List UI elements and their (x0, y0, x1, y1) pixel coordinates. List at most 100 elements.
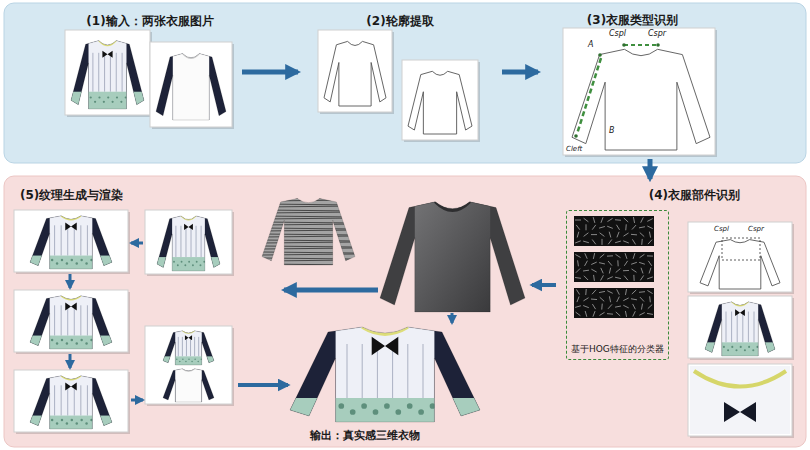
flow-arrow (284, 288, 378, 293)
flow-arrow (131, 242, 143, 245)
garment-photo (705, 299, 775, 356)
fabric-stripe (178, 337, 179, 356)
measure-line (577, 58, 601, 134)
hog-gradient (608, 304, 612, 308)
collar-closeup (690, 366, 790, 434)
hog-image (574, 288, 654, 318)
hog-gradient (593, 253, 594, 259)
photo-frame (145, 210, 232, 274)
garment-edge (705, 302, 775, 356)
floral-dot (744, 349, 746, 351)
fabric-stripe (67, 385, 68, 415)
hog-gradient (576, 312, 581, 316)
hog-gradient (633, 275, 634, 281)
texture-stripe (262, 194, 355, 195)
floral-dot (85, 342, 87, 344)
fabric-stripe (423, 344, 424, 398)
hog-gradient (639, 291, 645, 293)
stage-region: (2)轮廓提取 (300, 6, 500, 156)
photo-frame (14, 210, 128, 272)
garment-photo (30, 293, 112, 349)
floral-dot (51, 259, 53, 261)
fabric-stripe (182, 337, 183, 356)
floral-band (71, 92, 144, 109)
stage-region: (4)衣服部件识别基于HOG特征的分类器 (560, 180, 802, 444)
point-label: B (609, 126, 615, 135)
garment-outline (408, 71, 472, 134)
bowtie (735, 309, 745, 316)
garment-collar (435, 202, 470, 211)
photo-shadow (690, 366, 794, 438)
hog-gradient (624, 261, 627, 266)
garment-outline (324, 41, 386, 106)
hog-gradient (592, 240, 596, 245)
hog-gradient (583, 241, 589, 243)
hog-gradient (633, 311, 636, 316)
hog-gradient (607, 291, 612, 294)
floral-dot (197, 361, 199, 363)
floral-dot (61, 339, 63, 341)
photo-frame (688, 222, 792, 292)
texture-stripe (262, 228, 355, 229)
flow-arrow (238, 383, 288, 387)
fabric-stripe (74, 385, 75, 415)
hog-gradient (647, 226, 652, 229)
hog-gradient (647, 290, 652, 293)
fabric-stripe (74, 225, 75, 255)
floral-dot (76, 262, 78, 264)
floral-dot (188, 261, 190, 263)
garment-outline (408, 71, 472, 134)
floral-dot (56, 262, 58, 264)
floral-dot (188, 358, 190, 360)
fabric-stripe (87, 305, 88, 335)
garment-edge (290, 327, 480, 422)
fabric-stripe (67, 225, 68, 255)
hog-image (574, 216, 654, 246)
hog-gradient (585, 289, 587, 295)
garment-sleeves (262, 199, 355, 266)
hog-gradient (616, 269, 621, 273)
hog-gradient (617, 289, 620, 294)
hog-gradient (640, 275, 643, 280)
hog-gradient (641, 304, 642, 310)
flow-arrow (502, 70, 538, 75)
hog-gradient (617, 232, 619, 238)
fabric-stripe (98, 53, 99, 92)
texture-stripe (262, 224, 355, 225)
hog-gradient (592, 304, 595, 309)
fabric-stripe (104, 53, 105, 92)
fabric-stripe (61, 225, 62, 255)
hog-gradient (599, 312, 604, 315)
texture-stripe (262, 206, 355, 207)
hog-gradient (633, 253, 635, 259)
measure-point (598, 53, 602, 57)
hog-gradient (599, 291, 605, 292)
floral-dot (177, 264, 179, 266)
bowtie (185, 335, 192, 340)
texture-stripe (262, 212, 355, 213)
collar-rim (694, 371, 786, 387)
garment-white (156, 50, 226, 120)
photo-frame (688, 364, 792, 436)
floral-dot (735, 349, 737, 351)
hog-gradient (624, 276, 628, 281)
hog-gradient (602, 239, 603, 245)
fabric-stripe (194, 337, 195, 356)
floral-band (157, 257, 220, 271)
floral-dot (373, 409, 379, 415)
floral-dot (752, 349, 754, 351)
hog-gradient (615, 219, 621, 221)
garment-photo (30, 213, 112, 269)
top-panel (4, 3, 806, 163)
floral-dot (191, 361, 193, 363)
floral-dot (51, 419, 53, 421)
photo-frame (65, 30, 150, 115)
fabric-stripe (116, 53, 117, 92)
hog-gradient (592, 225, 596, 230)
hog-gradient (593, 217, 595, 223)
flow-arrow (69, 354, 72, 368)
garment-edge (380, 202, 525, 312)
hog-gradient (623, 241, 629, 243)
floral-dot (350, 409, 356, 415)
